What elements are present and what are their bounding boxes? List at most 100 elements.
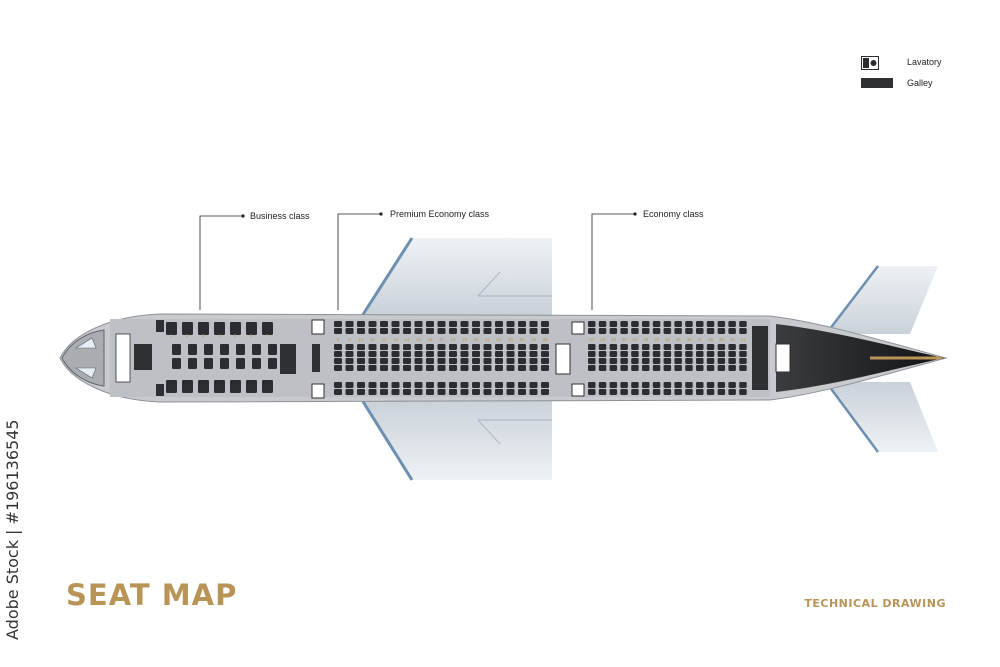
- premium-seat[interactable]: [495, 389, 503, 395]
- business-seat[interactable]: [198, 322, 209, 335]
- premium-seat[interactable]: [345, 382, 354, 388]
- premium-seat[interactable]: [472, 365, 480, 371]
- premium-seat[interactable]: [391, 351, 400, 357]
- premium-seat[interactable]: [391, 344, 400, 350]
- premium-seat[interactable]: [437, 389, 446, 395]
- premium-seat[interactable]: [380, 328, 388, 334]
- premium-seat[interactable]: [334, 351, 342, 357]
- economy-seat[interactable]: [588, 344, 596, 350]
- premium-seat[interactable]: [541, 351, 549, 357]
- premium-seat[interactable]: [506, 344, 515, 350]
- premium-seat[interactable]: [541, 382, 549, 388]
- economy-seat[interactable]: [609, 351, 618, 357]
- economy-seat[interactable]: [728, 382, 736, 388]
- premium-seat[interactable]: [426, 382, 434, 388]
- economy-seat[interactable]: [696, 382, 704, 388]
- economy-seat[interactable]: [663, 382, 672, 388]
- economy-seat[interactable]: [620, 351, 628, 357]
- premium-seat[interactable]: [541, 321, 549, 327]
- premium-seat[interactable]: [391, 321, 400, 327]
- premium-seat[interactable]: [472, 328, 480, 334]
- economy-seat[interactable]: [588, 389, 596, 395]
- economy-seat[interactable]: [609, 321, 618, 327]
- premium-seat[interactable]: [518, 358, 526, 364]
- economy-seat[interactable]: [598, 344, 607, 350]
- premium-seat[interactable]: [357, 344, 365, 350]
- premium-seat[interactable]: [449, 365, 457, 371]
- premium-seat[interactable]: [414, 389, 423, 395]
- premium-seat[interactable]: [541, 328, 549, 334]
- premium-seat[interactable]: [437, 365, 446, 371]
- economy-seat[interactable]: [674, 321, 682, 327]
- economy-seat[interactable]: [642, 328, 650, 334]
- premium-seat[interactable]: [437, 358, 446, 364]
- economy-seat[interactable]: [663, 365, 672, 371]
- premium-seat[interactable]: [541, 365, 549, 371]
- premium-seat[interactable]: [460, 321, 469, 327]
- premium-seat[interactable]: [426, 351, 434, 357]
- premium-seat[interactable]: [368, 344, 377, 350]
- premium-seat[interactable]: [495, 365, 503, 371]
- business-seat[interactable]: [268, 344, 277, 355]
- premium-seat[interactable]: [449, 321, 457, 327]
- economy-seat[interactable]: [685, 358, 693, 364]
- premium-seat[interactable]: [483, 365, 492, 371]
- business-seat[interactable]: [172, 358, 181, 369]
- business-seat[interactable]: [214, 380, 225, 393]
- economy-seat[interactable]: [609, 344, 618, 350]
- economy-seat[interactable]: [739, 365, 747, 371]
- economy-seat[interactable]: [728, 321, 736, 327]
- economy-seat[interactable]: [663, 351, 672, 357]
- premium-seat[interactable]: [357, 351, 365, 357]
- economy-seat[interactable]: [728, 358, 736, 364]
- premium-seat[interactable]: [449, 328, 457, 334]
- premium-seat[interactable]: [472, 321, 480, 327]
- economy-seat[interactable]: [598, 351, 607, 357]
- premium-seat[interactable]: [426, 328, 434, 334]
- business-seat[interactable]: [252, 358, 261, 369]
- premium-seat[interactable]: [334, 344, 342, 350]
- economy-seat[interactable]: [588, 382, 596, 388]
- premium-seat[interactable]: [449, 344, 457, 350]
- economy-seat[interactable]: [652, 321, 661, 327]
- business-seat[interactable]: [262, 322, 273, 335]
- premium-seat[interactable]: [368, 358, 377, 364]
- economy-seat[interactable]: [663, 358, 672, 364]
- economy-seat[interactable]: [696, 351, 704, 357]
- business-seat[interactable]: [268, 358, 277, 369]
- premium-seat[interactable]: [437, 382, 446, 388]
- premium-seat[interactable]: [368, 351, 377, 357]
- premium-seat[interactable]: [460, 344, 469, 350]
- economy-seat[interactable]: [685, 365, 693, 371]
- economy-seat[interactable]: [717, 328, 726, 334]
- economy-seat[interactable]: [609, 389, 618, 395]
- economy-seat[interactable]: [674, 389, 682, 395]
- business-seat[interactable]: [182, 322, 193, 335]
- premium-seat[interactable]: [449, 389, 457, 395]
- economy-seat[interactable]: [652, 389, 661, 395]
- premium-seat[interactable]: [345, 358, 354, 364]
- economy-seat[interactable]: [631, 351, 639, 357]
- premium-seat[interactable]: [483, 382, 492, 388]
- premium-seat[interactable]: [460, 365, 469, 371]
- premium-seat[interactable]: [472, 351, 480, 357]
- premium-seat[interactable]: [541, 358, 549, 364]
- premium-seat[interactable]: [414, 321, 423, 327]
- economy-seat[interactable]: [620, 321, 628, 327]
- economy-seat[interactable]: [717, 365, 726, 371]
- economy-seat[interactable]: [674, 382, 682, 388]
- premium-seat[interactable]: [529, 358, 538, 364]
- premium-seat[interactable]: [403, 351, 411, 357]
- economy-seat[interactable]: [588, 328, 596, 334]
- economy-seat[interactable]: [706, 382, 715, 388]
- economy-seat[interactable]: [674, 365, 682, 371]
- business-seat[interactable]: [166, 322, 177, 335]
- premium-seat[interactable]: [483, 344, 492, 350]
- premium-seat[interactable]: [380, 358, 388, 364]
- premium-seat[interactable]: [518, 389, 526, 395]
- business-seat[interactable]: [262, 380, 273, 393]
- economy-seat[interactable]: [642, 321, 650, 327]
- premium-seat[interactable]: [403, 358, 411, 364]
- premium-seat[interactable]: [380, 382, 388, 388]
- economy-seat[interactable]: [685, 382, 693, 388]
